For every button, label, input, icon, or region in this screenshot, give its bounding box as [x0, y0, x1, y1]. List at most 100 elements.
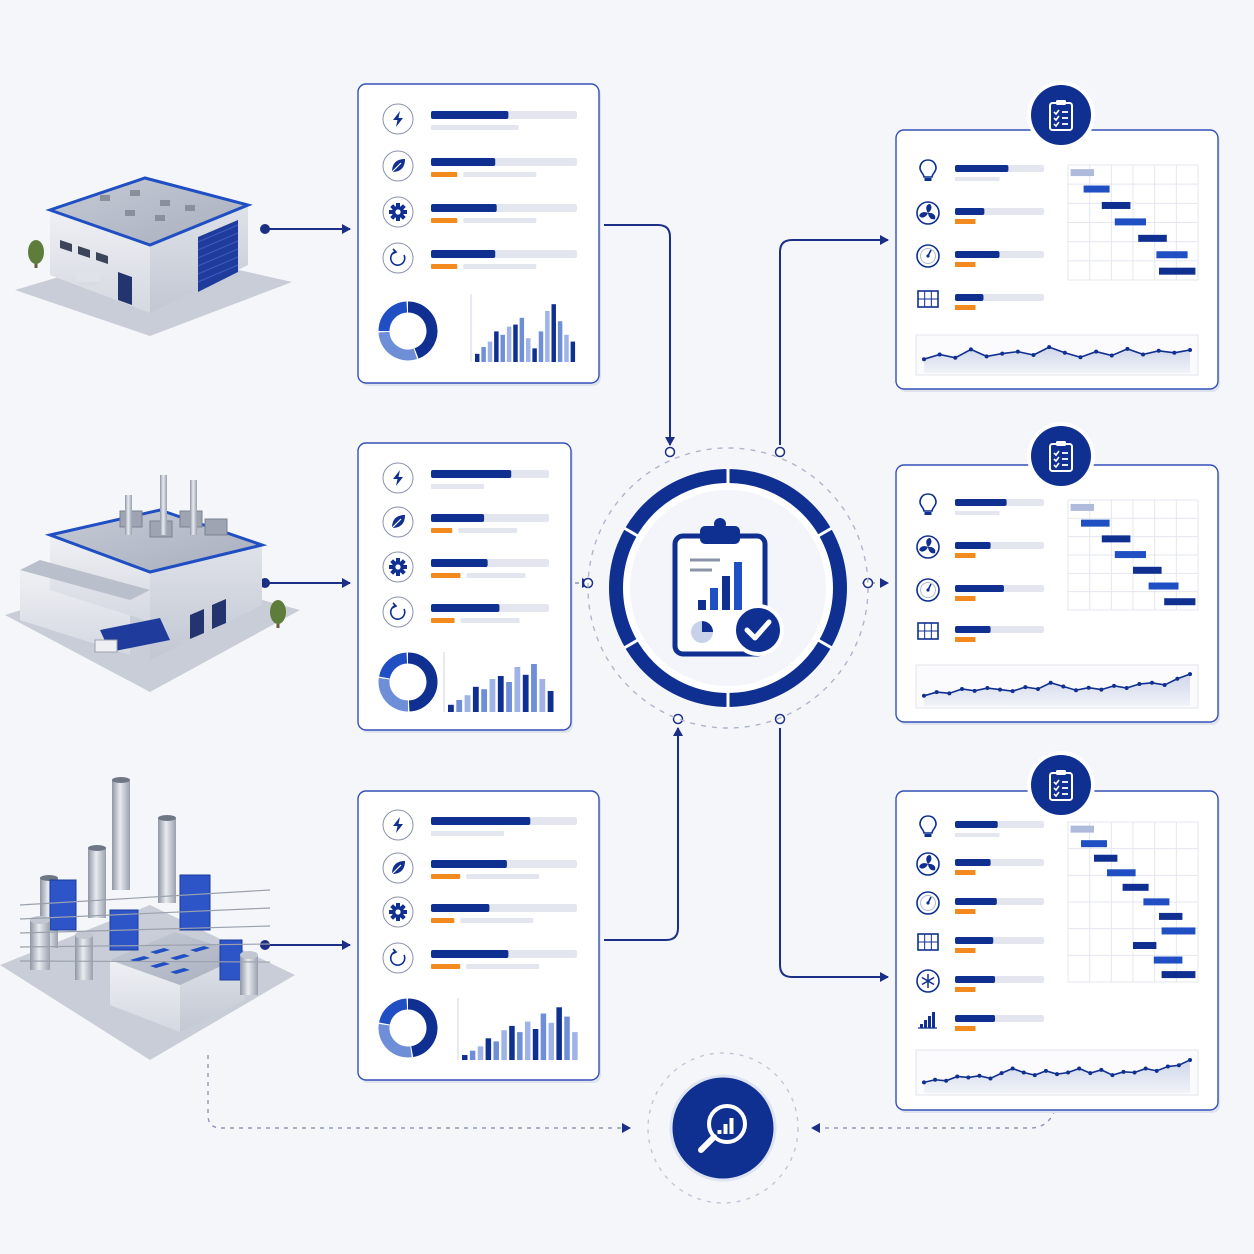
line-chart-point: [988, 1076, 993, 1081]
lightbulb-icon: [919, 159, 937, 181]
donut-segment: [407, 301, 438, 359]
bar-chart-bar: [469, 1050, 476, 1060]
report-track: [955, 177, 1000, 181]
hub-port: [774, 713, 786, 725]
report-accent-bar: [955, 305, 976, 310]
hub-ring-gap: [623, 526, 639, 538]
gantt-bar: [1153, 956, 1183, 964]
gantt-bar: [1122, 883, 1149, 891]
hub-ring-gap: [623, 638, 639, 650]
bar-chart-bar: [532, 348, 537, 362]
gauge-icon: [916, 891, 940, 915]
report-accent-bar: [955, 637, 976, 642]
report-bar: [955, 821, 998, 828]
line-chart-point: [1023, 685, 1028, 690]
solar-panel-icon: [917, 290, 939, 308]
manufacturing-plant: [5, 475, 300, 692]
metric-bar: [431, 514, 485, 522]
line-chart-point: [1099, 687, 1104, 692]
metric-accent-bar: [431, 874, 461, 879]
gantt-bar: [1161, 927, 1196, 935]
checklist-icon: [1049, 770, 1073, 801]
solar-panel-icon: [917, 933, 939, 951]
metric-accent-bar: [431, 528, 453, 533]
metric-track: [458, 528, 518, 533]
donut-segment: [378, 331, 418, 361]
bar-chart-bar: [564, 1016, 570, 1060]
metric-track: [431, 831, 504, 836]
donut-chart: [378, 301, 438, 361]
report-bar: [955, 542, 991, 549]
donut-segment: [407, 652, 438, 712]
gantt-bar: [1070, 825, 1094, 833]
bar-chart-bar: [517, 1032, 523, 1060]
gantt-bar: [1133, 566, 1162, 574]
metric-accent-bar: [431, 918, 455, 923]
bar-chart-bar: [514, 667, 521, 712]
chimney: [125, 495, 132, 535]
equipment-cabinet: [179, 874, 211, 931]
lightbulb-icon: [919, 493, 937, 515]
metric-bar: [431, 604, 500, 612]
storage-tank: [240, 955, 258, 995]
line-chart-point: [1154, 1068, 1159, 1073]
line-chart-point: [1086, 685, 1091, 690]
pipe: [19, 925, 271, 934]
bar-chart-bar: [464, 695, 471, 712]
bar-chart-bar: [475, 353, 480, 362]
line-chart-point: [937, 352, 942, 357]
bar-chart-bar: [472, 686, 479, 712]
metric-bar: [431, 204, 497, 212]
gantt-bar: [1083, 185, 1110, 193]
tree: [28, 240, 44, 268]
gantt-bar: [1133, 942, 1157, 949]
recycle-icon: [382, 596, 414, 628]
leaf-icon: [382, 852, 414, 884]
metric-track: [463, 218, 537, 223]
report-bar: [955, 898, 997, 905]
gantt-bar: [1070, 169, 1094, 177]
line-chart-area: [924, 674, 1190, 706]
gantt-bar: [1143, 898, 1170, 906]
report-accent-bar: [955, 1026, 976, 1031]
hub-ring-gap: [817, 526, 833, 538]
smokestack: [112, 780, 130, 890]
gantt-bar: [1159, 267, 1196, 275]
report-accent-bar: [955, 948, 976, 953]
bar-chart-bar: [564, 334, 569, 362]
lightning-icon: [382, 462, 414, 494]
roof-vent: [125, 210, 135, 216]
fan-icon: [916, 852, 940, 876]
report-bar: [955, 859, 991, 866]
line-chart-point: [999, 1071, 1004, 1076]
gantt-bar: [1148, 582, 1179, 590]
bar-chart-bar: [477, 1046, 484, 1060]
bar-chart-bar: [551, 304, 556, 362]
donut-segment: [378, 1023, 412, 1058]
line-chart-point: [977, 1073, 982, 1078]
window: [96, 252, 108, 264]
report-bar: [955, 626, 991, 633]
gantt-bar: [1070, 503, 1094, 511]
line-chart-point: [1162, 682, 1167, 687]
report-bar: [955, 294, 984, 301]
line-chart-point: [1078, 355, 1083, 360]
metric-accent-bar: [431, 264, 458, 269]
line-chart-point: [968, 347, 973, 352]
bar-chart-bar: [489, 679, 496, 712]
line-chart-point: [1137, 682, 1142, 687]
bar-chart-bar: [506, 682, 512, 712]
line-chart-point: [953, 355, 958, 360]
line-chart-point: [960, 686, 964, 691]
metric-bar: [431, 860, 507, 868]
gantt-bar: [1094, 854, 1118, 862]
bar-chart-bar: [524, 1021, 531, 1060]
chimney: [190, 480, 197, 535]
gauge-icon: [916, 578, 940, 602]
metric-track: [466, 964, 540, 969]
bar-chart-bar: [448, 704, 454, 712]
lightning-icon: [382, 809, 414, 841]
solar-panel: [150, 948, 170, 954]
gantt-bar: [1101, 201, 1131, 209]
line-chart-point: [1150, 680, 1154, 685]
